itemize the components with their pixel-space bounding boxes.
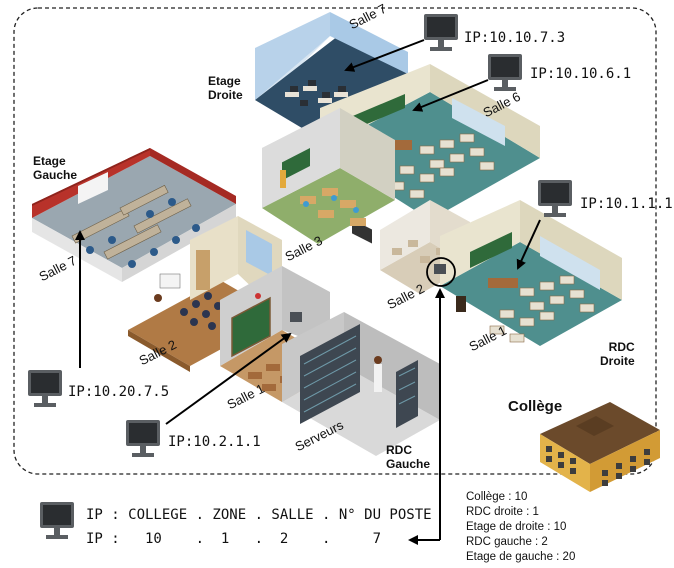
- monitor-icon: [126, 420, 160, 457]
- arrow-salle6-droite: [412, 79, 489, 112]
- monitor-icon: [28, 370, 62, 407]
- arrow-salle1-rdc-gauche: [165, 332, 292, 425]
- ip-label: IP:10.1.1.1: [580, 196, 673, 212]
- legend-item: Etage de droite : 10: [466, 521, 567, 533]
- post-highlight-circle: [426, 257, 456, 287]
- zone-label-etage-droite: Etage Droite: [208, 74, 243, 102]
- monitor-icon: [538, 180, 572, 217]
- college-building-icon: [540, 402, 660, 492]
- zone-label-etage-gauche: Etage Gauche: [33, 154, 78, 182]
- room-etage-gauche-salle7: [32, 148, 236, 282]
- monitor-icon: [488, 54, 522, 91]
- college-boundary: [13, 7, 657, 475]
- ip-formula-example: IP : 10 . 1 . 2 . 7: [86, 531, 382, 547]
- ip-label: IP:10.20.7.5: [68, 384, 170, 400]
- zone-label-rdc-gauche: RDC Gauche: [386, 443, 431, 471]
- ip-label: IP:10.10.7.3: [464, 30, 566, 46]
- college-title: Collège: [508, 398, 563, 415]
- zone-label-rdc-droite: RDC Droite: [600, 340, 635, 368]
- ip-label: IP:10.2.1.1: [168, 434, 261, 450]
- arrow-salle7-droite: [344, 39, 425, 72]
- arrow-salle1-rdc-droite: [516, 219, 541, 270]
- legend-item: Etage de gauche : 20: [466, 551, 576, 563]
- monitor-icon: [40, 502, 74, 539]
- ip-formula-header: IP : COLLEGE . ZONE . SALLE . N° DU POST…: [86, 507, 432, 523]
- legend-item: Collège : 10: [466, 491, 528, 503]
- room-rdc-droite-salle3: [262, 108, 395, 244]
- room-rdc-gauche-serveurs: [282, 312, 440, 456]
- ip-legend: Collège : 10 RDC droite : 1 Etage de dro…: [466, 490, 575, 565]
- legend-item: RDC gauche : 2: [466, 536, 548, 548]
- ip-label: IP:10.10.6.1: [530, 66, 632, 82]
- room-rdc-droite-salle1: [440, 200, 622, 346]
- monitor-icon: [424, 14, 458, 51]
- legend-item: RDC droite : 1: [466, 506, 539, 518]
